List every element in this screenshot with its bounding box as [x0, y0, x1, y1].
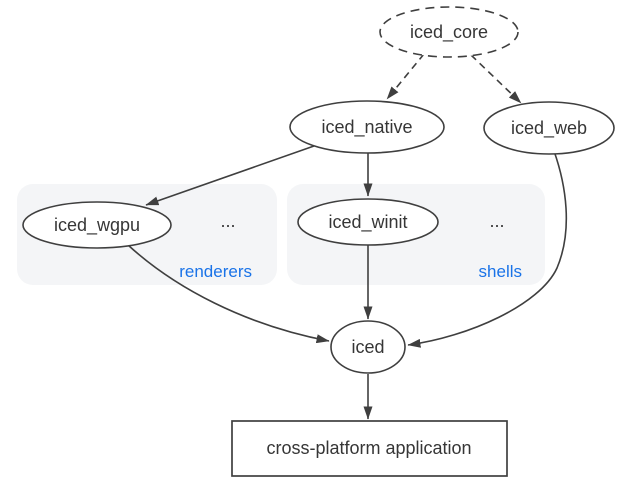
renderers-ellipsis: ...: [220, 211, 235, 231]
shells-ellipsis: ...: [489, 211, 504, 231]
edge-iced-core-to-iced-web: [470, 54, 522, 104]
edge-iced-native-to-iced-wgpu: [145, 145, 315, 206]
iced-label: iced: [351, 337, 384, 357]
node-iced-wgpu: iced_wgpu: [22, 201, 172, 249]
node-iced-native: iced_native: [289, 100, 445, 154]
node-iced-core: iced_core: [379, 6, 519, 58]
application-rect: [231, 420, 508, 477]
iced-native-label: iced_native: [321, 117, 412, 138]
node-iced-winit: iced_winit: [297, 198, 439, 246]
iced-ellipse: [330, 320, 406, 374]
edge-iced-web-to-iced: [407, 150, 568, 348]
iced-wgpu-label: iced_wgpu: [54, 215, 140, 236]
application-label: cross-platform application: [266, 438, 471, 458]
node-iced: iced: [330, 320, 406, 374]
renderers-group-label: renderers: [179, 262, 252, 281]
node-iced-web: iced_web: [483, 101, 615, 155]
edge-iced-wgpu-to-iced: [127, 244, 330, 344]
iced-core-ellipse: [379, 6, 519, 58]
iced-native-ellipse: [289, 100, 445, 154]
shells-group-label: shells: [479, 262, 522, 281]
iced-web-ellipse: [483, 101, 615, 155]
iced-wgpu-ellipse: [22, 201, 172, 249]
iced-core-label: iced_core: [410, 22, 488, 43]
iced-winit-ellipse: [297, 198, 439, 246]
edge-iced-core-to-iced-native: [386, 53, 425, 100]
iced-web-label: iced_web: [511, 118, 587, 139]
node-application: cross-platform application: [231, 420, 508, 477]
iced-winit-label: iced_winit: [328, 212, 407, 233]
